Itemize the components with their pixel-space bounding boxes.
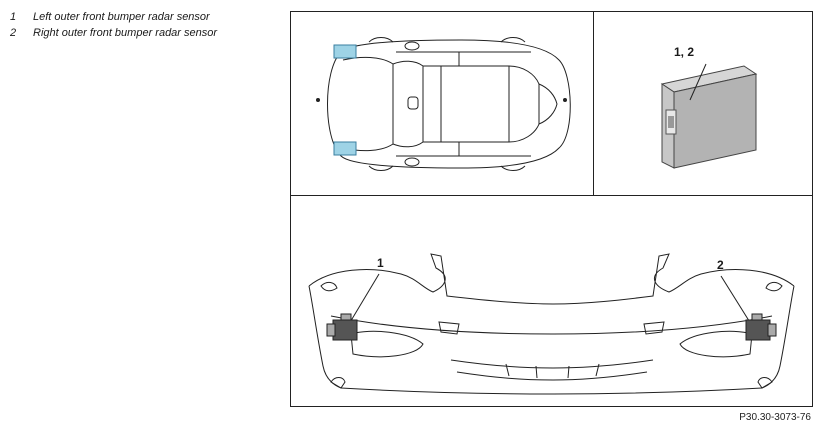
car-top-view-panel <box>291 12 593 195</box>
legend-item-1: 1 Left outer front bumper radar sensor <box>10 9 217 25</box>
radar-module-drawing <box>660 63 758 169</box>
right-radar-sensor <box>745 313 777 341</box>
bumper-view-panel: 1 2 <box>291 196 812 406</box>
callout-right-sensor: 2 <box>717 258 724 272</box>
car-top-view-drawing <box>316 37 571 171</box>
radar-module-panel: 1, 2 <box>594 12 813 195</box>
bumper-drawing <box>308 253 795 395</box>
legend: 1 Left outer front bumper radar sensor 2… <box>10 9 217 41</box>
figure-code: P30.30-3073-76 <box>739 412 811 423</box>
legend-label: Right outer front bumper radar sensor <box>33 27 218 39</box>
right-sensor-highlight <box>333 141 357 156</box>
legend-label: Left outer front bumper radar sensor <box>33 11 210 23</box>
legend-number: 2 <box>10 27 17 39</box>
legend-number: 1 <box>10 11 17 23</box>
diagram-frame: 1, 2 <box>290 11 813 407</box>
panel-divider-vertical <box>593 12 594 196</box>
callout-module: 1, 2 <box>674 45 695 59</box>
callout-left-sensor: 1 <box>377 256 384 270</box>
legend-item-2: 2 Right outer front bumper radar sensor <box>10 25 217 41</box>
panel-divider-horizontal <box>291 195 812 196</box>
left-radar-sensor <box>326 313 358 341</box>
left-sensor-highlight <box>333 44 357 59</box>
